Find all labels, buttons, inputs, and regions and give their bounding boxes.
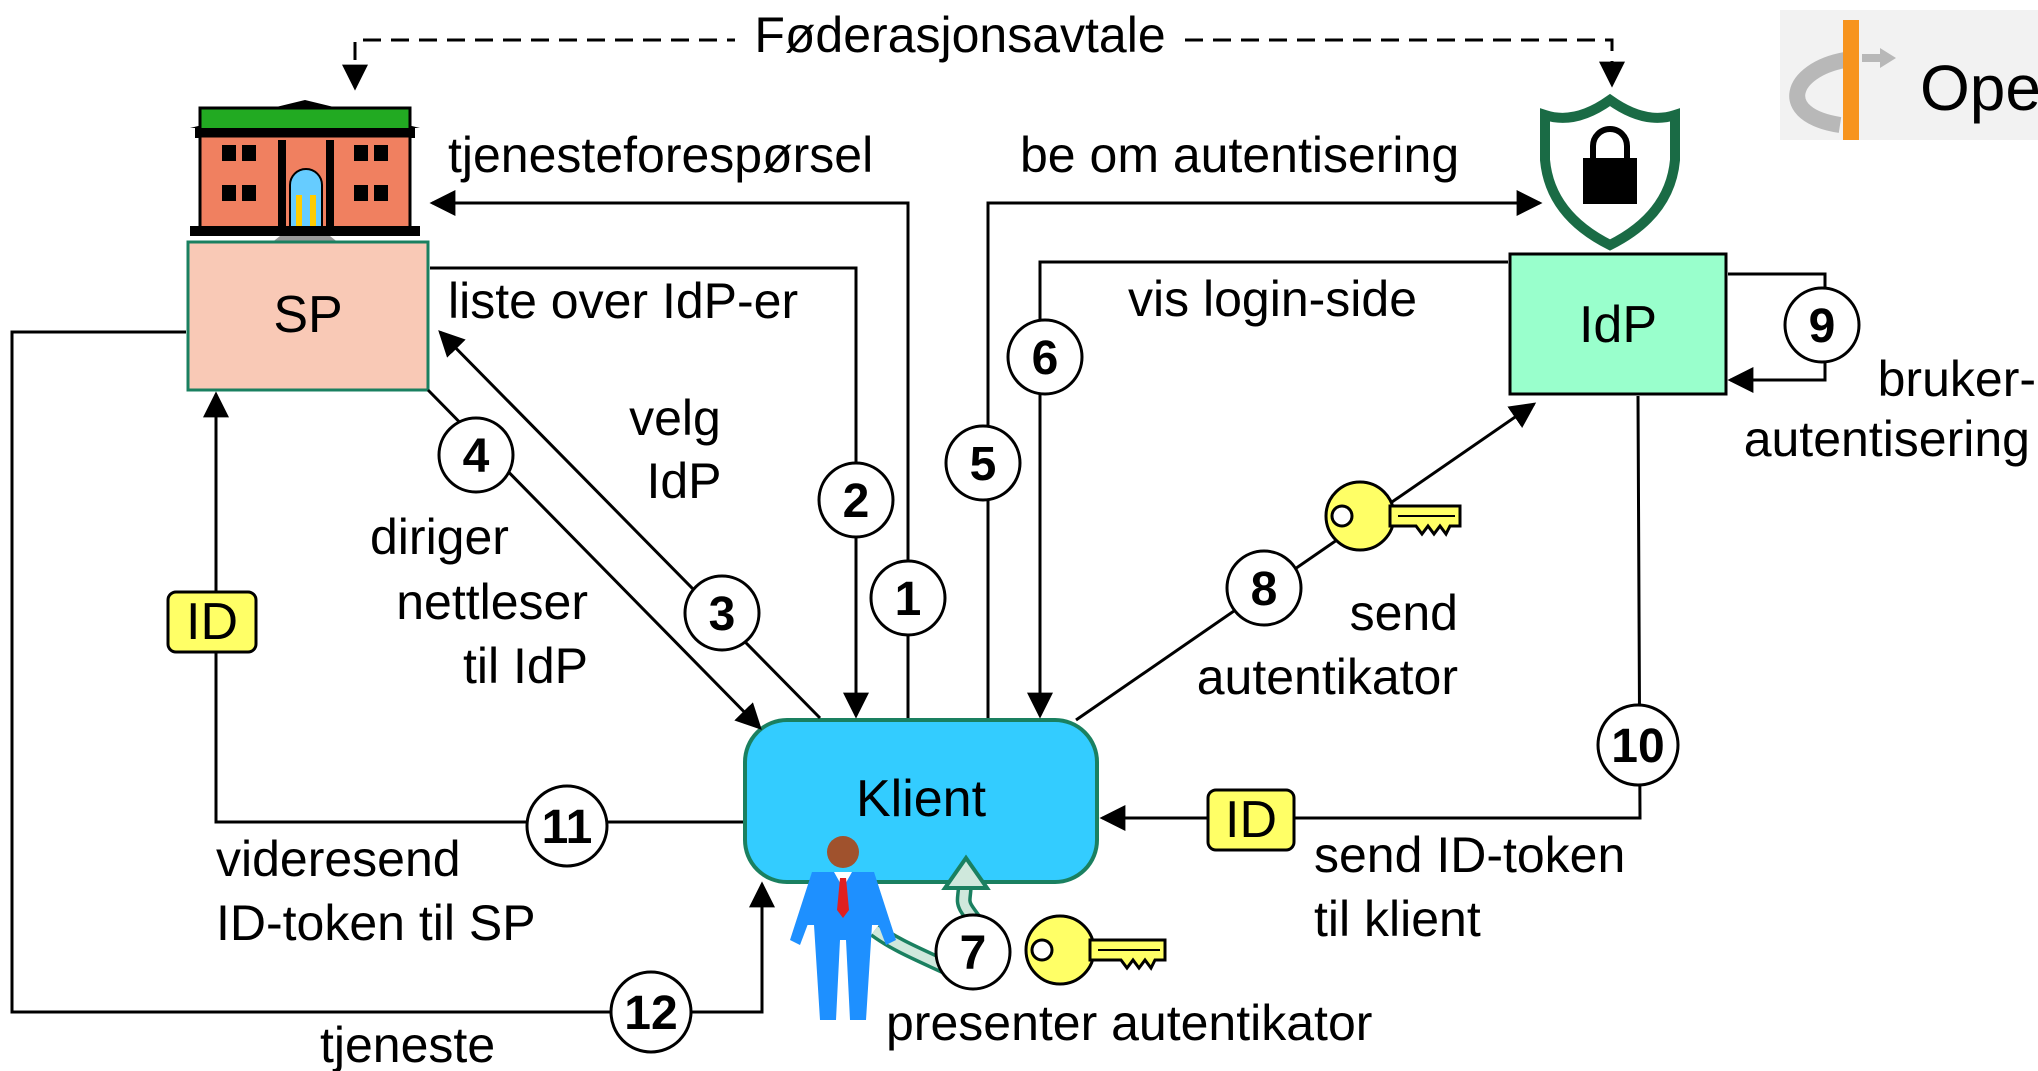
step-6-marker: 6	[1006, 318, 1084, 396]
step-1-marker: 1	[869, 559, 947, 637]
svg-text:ID: ID	[186, 593, 238, 651]
step-7-marker: 7	[934, 913, 1012, 991]
label-send-auth-line1: send	[1350, 585, 1458, 641]
client-node: Klient	[743, 718, 1099, 884]
label-service-request: tjenesteforespørsel	[448, 127, 873, 183]
sp-node: SP	[186, 240, 430, 392]
id-token-badge: ID	[1206, 788, 1296, 852]
step-11-marker: 11	[525, 784, 609, 868]
label-idp-list: liste over IdP-er	[448, 273, 798, 329]
label-present-auth: presenter autentikator	[886, 995, 1372, 1051]
openid-logo: Ope	[1780, 10, 2038, 140]
label-send-token-line1: send ID-token	[1314, 827, 1625, 883]
svg-text:1: 1	[895, 573, 922, 626]
svg-text:10: 10	[1611, 720, 1664, 773]
svg-text:2: 2	[843, 475, 870, 528]
label-redirect-line2: nettleser	[396, 574, 588, 630]
svg-text:8: 8	[1251, 563, 1278, 616]
federation-label: Føderasjonsavtale	[754, 7, 1165, 63]
label-redirect-line1: diriger	[370, 509, 509, 565]
label-send-auth-line2: autentikator	[1197, 649, 1458, 705]
label-forward-line1: videresend	[216, 831, 461, 887]
step-12-marker: 12	[609, 970, 693, 1054]
key-icon	[1024, 914, 1167, 986]
step-9-marker: 9	[1783, 286, 1861, 364]
arrow-step-1	[429, 190, 910, 718]
arrow-step-5	[986, 190, 1543, 718]
arrow-step-2	[430, 266, 869, 719]
step-8-marker: 8	[1225, 549, 1303, 627]
label-show-login: vis login-side	[1128, 271, 1417, 327]
step-2-marker: 2	[817, 461, 895, 539]
svg-text:3: 3	[709, 588, 736, 641]
svg-text:9: 9	[1809, 300, 1836, 353]
label-send-token-line2: til klient	[1314, 891, 1481, 947]
user-icon	[790, 836, 896, 1020]
step-4-marker: 4	[437, 416, 515, 494]
arrow-step-8	[1075, 402, 1537, 722]
svg-text:4: 4	[463, 430, 490, 483]
label-user-auth-line2: autentisering	[1744, 411, 2030, 467]
label-request-auth: be om autentisering	[1020, 127, 1459, 183]
step-5-marker: 5	[944, 424, 1022, 502]
step-3-marker: 3	[683, 574, 761, 652]
logo-text: Ope	[1920, 52, 2038, 124]
sp-label: SP	[273, 286, 342, 344]
step-markers: 1 2 3 4 5 6 7 8 9 10 11 12	[437, 286, 1861, 1054]
step-10-marker: 10	[1596, 703, 1680, 787]
label-service: tjeneste	[320, 1017, 495, 1071]
arrow-step-6	[1027, 260, 1508, 719]
svg-text:11: 11	[542, 801, 593, 854]
idp-node: IdP	[1508, 252, 1728, 396]
label-choose-idp-line2: IdP	[646, 453, 721, 509]
openid-swoosh-icon	[1789, 52, 1847, 133]
id-token-badge: ID	[166, 590, 258, 654]
step-labels: tjenesteforespørsel liste over IdP-er ve…	[216, 127, 2036, 1071]
svg-text:7: 7	[960, 927, 987, 980]
idp-label: IdP	[1579, 296, 1657, 354]
arrow-step-3	[438, 330, 822, 720]
building-icon	[190, 100, 420, 244]
arrow-step-12	[10, 330, 775, 1014]
federation-agreement-link: Føderasjonsavtale	[342, 7, 1625, 91]
label-choose-idp-line1: velg	[629, 390, 721, 446]
svg-text:ID: ID	[1225, 791, 1277, 849]
label-forward-line2: ID-token til SP	[216, 895, 536, 951]
label-redirect-line3: til IdP	[463, 638, 588, 694]
client-label: Klient	[856, 770, 987, 828]
key-icon	[1324, 480, 1462, 552]
svg-text:6: 6	[1032, 332, 1059, 385]
shield-lock-icon	[1540, 93, 1680, 251]
svg-text:5: 5	[970, 438, 997, 491]
svg-text:12: 12	[624, 987, 677, 1040]
label-user-auth-line1: bruker-	[1878, 351, 2036, 407]
